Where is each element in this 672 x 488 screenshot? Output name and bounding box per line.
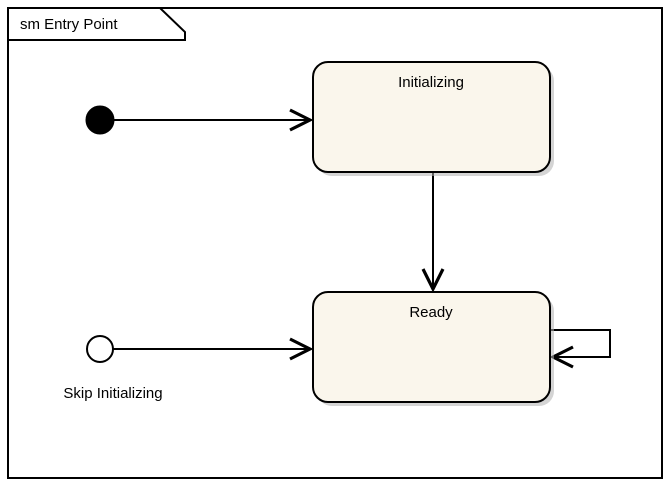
state-name-ready: Ready xyxy=(409,304,453,321)
self-loop-line xyxy=(550,329,611,357)
frame-tab xyxy=(7,7,186,41)
state-name-initializing: Initializing xyxy=(398,74,464,91)
transition-ready-self-loop[interactable] xyxy=(550,329,611,357)
entry-point-label: Skip Initializing xyxy=(63,385,162,402)
entry-point-icon xyxy=(86,335,114,363)
initial-pseudostate-icon xyxy=(85,105,115,135)
state-ready[interactable]: Ready xyxy=(312,291,554,406)
state-initializing[interactable]: Initializing xyxy=(312,61,554,176)
frame-label: sm Entry Point xyxy=(20,16,118,33)
entry-point-pseudostate[interactable]: Skip Initializing xyxy=(63,335,163,402)
initial-pseudostate[interactable] xyxy=(85,105,115,135)
state-box xyxy=(312,291,551,403)
state-box xyxy=(312,61,551,173)
